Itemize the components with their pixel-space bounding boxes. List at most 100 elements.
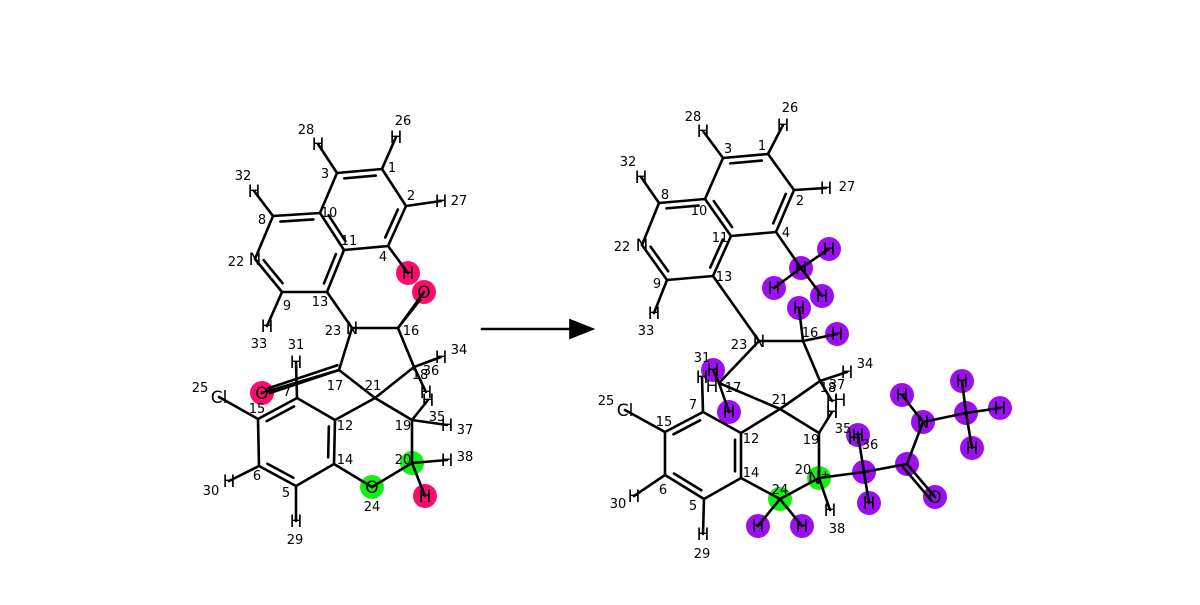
atom-index: 12 <box>337 419 354 434</box>
bond <box>412 365 428 394</box>
bond <box>257 464 298 488</box>
bond <box>217 395 260 421</box>
bond <box>325 290 354 330</box>
atom-index: 11 <box>712 231 729 246</box>
bond <box>672 419 702 436</box>
bond <box>318 211 346 252</box>
hydrogen-atom: H <box>966 439 979 459</box>
bond <box>657 197 707 205</box>
bond <box>905 462 937 499</box>
hydrogen-atom: H <box>435 348 448 368</box>
bond <box>672 472 703 492</box>
atom-index: 30 <box>610 497 627 512</box>
hydrogen-atom: H <box>723 403 736 423</box>
atom-index: 7 <box>689 398 697 413</box>
atom-index: 22 <box>228 255 245 270</box>
bond <box>404 199 443 208</box>
bond <box>712 199 734 229</box>
bond <box>322 252 338 285</box>
bond <box>342 174 378 180</box>
hydrogen-atom: H <box>848 429 861 449</box>
bond <box>729 230 778 238</box>
atom-index: 1 <box>758 139 766 154</box>
atom-index: 10 <box>691 204 708 219</box>
bond <box>410 458 449 465</box>
bond <box>663 410 705 434</box>
bond <box>905 420 925 466</box>
bond <box>327 213 347 243</box>
bond <box>252 189 275 218</box>
chlorine-atom: Cl <box>211 388 228 408</box>
hydrogen-atom: H <box>956 372 969 392</box>
bond <box>778 379 822 411</box>
bond <box>717 381 782 411</box>
bond <box>265 290 284 328</box>
nitrogen-atom: N <box>346 319 359 339</box>
bond <box>960 379 968 415</box>
bond <box>262 258 284 285</box>
bond <box>774 188 796 234</box>
nitrogen-atom: N <box>249 250 262 270</box>
hydrogen-atom: H <box>419 487 432 507</box>
hydrogen-atom: H <box>707 361 720 381</box>
bond <box>386 244 410 275</box>
atom-index: 14 <box>743 466 760 481</box>
atom-index: 15 <box>249 402 266 417</box>
atom-index: 38 <box>457 450 474 465</box>
atom-index: 5 <box>689 499 697 514</box>
bond <box>649 245 670 273</box>
bond <box>700 375 705 414</box>
hydrogen-atom: H <box>820 179 833 199</box>
bond <box>396 326 416 369</box>
bond <box>325 248 346 294</box>
hydrogen-atom: H <box>826 403 839 423</box>
bond <box>318 171 339 215</box>
hydrogen-atom: H <box>841 363 854 383</box>
reactant-molecule: ClNNOOOHHHHHHHHHHHHHHH123456789101112131… <box>192 114 474 548</box>
atom-index: 20 <box>795 463 812 478</box>
hydrogen-atom: H <box>796 517 809 537</box>
atom-index: 28 <box>298 123 315 138</box>
bond <box>964 411 974 450</box>
hydrogen-atom: H <box>826 403 839 423</box>
bond <box>279 218 315 223</box>
bond <box>294 462 336 488</box>
atom-index: 23 <box>325 324 342 339</box>
bond <box>766 152 796 192</box>
atom-index: 9 <box>653 277 661 292</box>
atom-index: 29 <box>287 533 304 548</box>
bond <box>227 464 261 483</box>
bond <box>271 211 322 218</box>
bond <box>817 476 832 512</box>
bond <box>335 167 384 175</box>
bond <box>711 234 733 278</box>
bond <box>964 406 1002 415</box>
bond <box>265 405 296 423</box>
bond <box>711 368 721 385</box>
oxygen-atom: O <box>928 488 941 508</box>
atom-index: 20 <box>395 453 412 468</box>
nitrogen-atom: N <box>753 332 766 352</box>
atom-index: 35 <box>835 422 852 437</box>
nitrogen-atom: N <box>917 413 930 433</box>
bond <box>701 129 725 160</box>
bond <box>756 497 782 528</box>
atom-index: 23 <box>731 338 748 353</box>
bond <box>717 381 731 414</box>
atom-index: 8 <box>661 188 669 203</box>
bond <box>326 425 331 459</box>
bond <box>337 368 377 400</box>
bond <box>370 461 414 489</box>
bond <box>266 462 295 480</box>
bond <box>623 408 667 434</box>
hydrogen-atom: H <box>816 287 829 307</box>
bond <box>295 396 337 422</box>
hydrogen-atom: H <box>831 325 844 345</box>
bond <box>772 266 803 290</box>
bond <box>665 274 715 282</box>
bond <box>778 407 821 435</box>
oxygen-atom: O <box>417 283 430 303</box>
hydrogen-atom: H <box>648 304 661 324</box>
atom-index: 4 <box>379 250 387 265</box>
atom-index: 2 <box>407 189 415 204</box>
